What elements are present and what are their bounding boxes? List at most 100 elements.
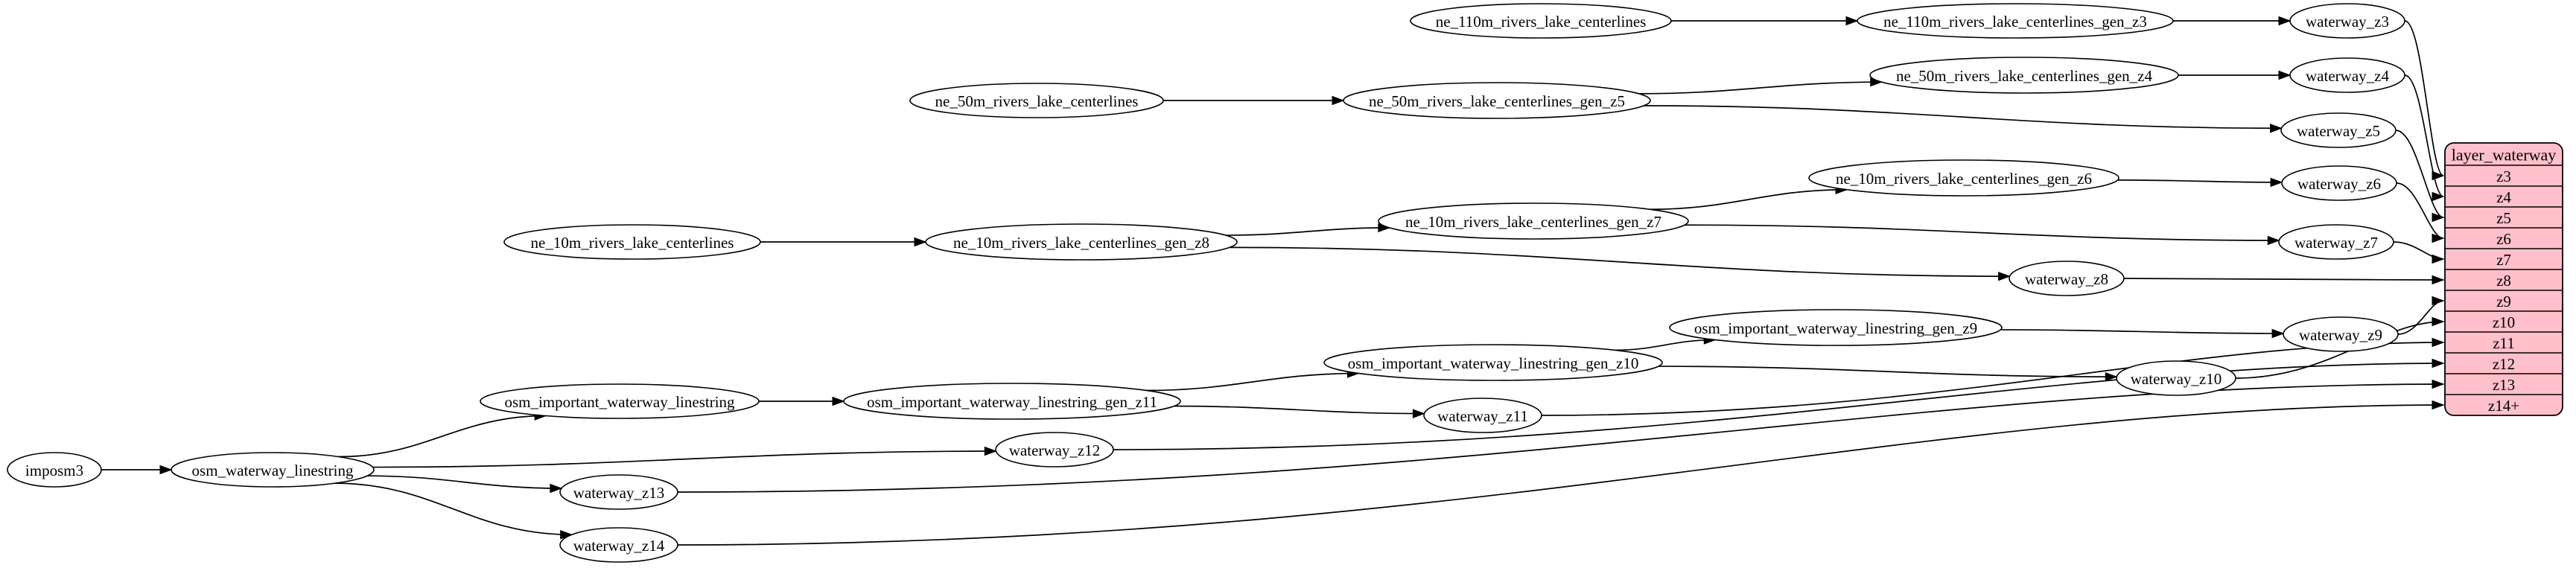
layer-table-row-z13[interactable]: z13 xyxy=(2493,376,2515,394)
edge-arrowhead xyxy=(1412,409,1425,418)
node-label: waterway_z7 xyxy=(2294,234,2378,252)
node-label: waterway_z4 xyxy=(2306,67,2389,85)
edge-osm_important_waterway_linestring_gen_z10-to-osm_important_waterway_linestring_gen_z9 xyxy=(1615,339,1716,351)
edge-arrowhead xyxy=(914,237,927,247)
node-label: waterway_z11 xyxy=(1437,407,1528,425)
node-label: ne_50m_rivers_lake_centerlines_gen_z4 xyxy=(1896,67,2153,85)
node-shape[interactable] xyxy=(2116,360,2236,396)
node-shape[interactable] xyxy=(2009,261,2125,296)
node-ne_50m_rivers_lake_centerlines_gen_z5[interactable]: ne_50m_rivers_lake_centerlines_gen_z5 xyxy=(1343,82,1651,119)
edge-arrowhead xyxy=(2270,177,2283,188)
node-ne_10m_rivers_lake_centerlines_gen_z7[interactable]: ne_10m_rivers_lake_centerlines_gen_z7 xyxy=(1378,202,1689,240)
layer-table-row-z11[interactable]: z11 xyxy=(2493,334,2515,352)
node-shape[interactable] xyxy=(909,83,1164,118)
edge-ne_10m_rivers_lake_centerlines_gen_z8-to-ne_10m_rivers_lake_centerlines_gen_z7 xyxy=(1225,227,1390,236)
node-shape[interactable] xyxy=(2289,57,2405,93)
layer-table-row-z8[interactable]: z8 xyxy=(2496,272,2511,290)
node-shape[interactable] xyxy=(1808,159,2119,197)
edge-arrowhead xyxy=(2432,233,2445,243)
node-waterway_z14[interactable]: waterway_z14 xyxy=(559,527,678,563)
node-ne_50m_rivers_lake_centerlines[interactable]: ne_50m_rivers_lake_centerlines xyxy=(909,83,1164,118)
node-osm_important_waterway_linestring_gen_z9[interactable]: osm_important_waterway_linestring_gen_z9 xyxy=(1669,309,2003,346)
edge-ne_10m_rivers_lake_centerlines_gen_z7-to-ne_10m_rivers_lake_centerlines_gen_z6 xyxy=(1650,188,1848,211)
node-label: osm_important_waterway_linestring xyxy=(504,393,735,411)
node-ne_50m_rivers_lake_centerlines_gen_z4[interactable]: ne_50m_rivers_lake_centerlines_gen_z4 xyxy=(1869,57,2179,94)
edge-osm_important_waterway_linestring_gen_z11-to-waterway_z11 xyxy=(1174,405,1425,415)
node-shape[interactable] xyxy=(1343,82,1651,119)
layer-table-row-z9[interactable]: z9 xyxy=(2496,293,2511,310)
node-waterway_z6[interactable]: waterway_z6 xyxy=(2281,165,2397,201)
node-ne_110m_rivers_lake_centerlines_gen_z3[interactable]: ne_110m_rivers_lake_centerlines_gen_z3 xyxy=(1857,3,2174,39)
layer-table-row-z10[interactable]: z10 xyxy=(2493,313,2515,331)
edge-ne_50m_rivers_lake_centerlines_gen_z5-to-waterway_z5 xyxy=(1644,105,2282,130)
node-label: waterway_z13 xyxy=(573,484,664,502)
layer-table-row-z7[interactable]: z7 xyxy=(2496,251,2511,269)
layer-table-row-z12[interactable]: z12 xyxy=(2493,355,2515,373)
edge-waterway_z5-to-layer_waterway.z5 xyxy=(2395,130,2444,218)
node-imposm3[interactable]: imposm3 xyxy=(7,452,102,488)
node-shape[interactable] xyxy=(995,432,1114,468)
edge-arrowhead xyxy=(2432,379,2445,389)
node-ne_10m_rivers_lake_centerlines_gen_z8[interactable]: ne_10m_rivers_lake_centerlines_gen_z8 xyxy=(925,223,1238,261)
node-ne_10m_rivers_lake_centerlines_gen_z6[interactable]: ne_10m_rivers_lake_centerlines_gen_z6 xyxy=(1808,159,2119,197)
node-osm_waterway_linestring[interactable]: osm_waterway_linestring xyxy=(171,452,375,488)
edge-arrowhead xyxy=(2278,70,2292,80)
node-shape[interactable] xyxy=(503,224,761,260)
layer-table-row-z6[interactable]: z6 xyxy=(2496,230,2511,248)
node-waterway_z4[interactable]: waterway_z4 xyxy=(2289,57,2405,93)
node-shape[interactable] xyxy=(1378,202,1689,240)
node-osm_important_waterway_linestring_gen_z10[interactable]: osm_important_waterway_linestring_gen_z1… xyxy=(1323,344,1663,381)
node-label: osm_waterway_linestring xyxy=(192,462,354,479)
node-ne_10m_rivers_lake_centerlines[interactable]: ne_10m_rivers_lake_centerlines xyxy=(503,224,761,260)
node-shape[interactable] xyxy=(2278,224,2394,260)
node-shape[interactable] xyxy=(843,383,1181,420)
node-shape[interactable] xyxy=(2281,165,2397,201)
node-waterway_z12[interactable]: waterway_z12 xyxy=(995,432,1114,468)
node-shape[interactable] xyxy=(2280,112,2397,148)
edge-ne_50m_rivers_lake_centerlines_gen_z5-to-ne_50m_rivers_lake_centerlines_gen_z4 xyxy=(1638,81,1882,95)
node-waterway_z11[interactable]: waterway_z11 xyxy=(1423,398,1542,433)
node-waterway_z5[interactable]: waterway_z5 xyxy=(2280,112,2397,148)
node-shape[interactable] xyxy=(1410,3,1672,39)
node-shape[interactable] xyxy=(559,474,678,510)
node-waterway_z13[interactable]: waterway_z13 xyxy=(559,474,678,510)
edge-arrowhead xyxy=(2270,124,2283,133)
edge-arrowhead xyxy=(2432,191,2445,202)
layer-table-row-z14+[interactable]: z14+ xyxy=(2488,397,2519,415)
node-waterway_z3[interactable]: waterway_z3 xyxy=(2289,3,2405,39)
node-shape[interactable] xyxy=(1857,3,2174,39)
layer-table-row-z5[interactable]: z5 xyxy=(2496,209,2511,227)
node-waterway_z9[interactable]: waterway_z9 xyxy=(2283,316,2399,352)
node-label: ne_50m_rivers_lake_centerlines xyxy=(935,92,1139,110)
node-shape[interactable] xyxy=(1323,344,1663,381)
node-shape[interactable] xyxy=(2283,316,2399,352)
layer-table-row-z4[interactable]: z4 xyxy=(2496,188,2511,206)
edge-arrowhead xyxy=(2432,275,2445,285)
node-ne_110m_rivers_lake_centerlines[interactable]: ne_110m_rivers_lake_centerlines xyxy=(1410,3,1672,39)
node-shape[interactable] xyxy=(1869,57,2179,94)
edge-osm_waterway_linestring-to-osm_important_waterway_linestring xyxy=(338,415,547,458)
edge-arrowhead xyxy=(2432,316,2445,327)
edge-arrowhead xyxy=(2432,400,2445,410)
layer-table-row-z3[interactable]: z3 xyxy=(2496,167,2511,185)
node-osm_important_waterway_linestring[interactable]: osm_important_waterway_linestring xyxy=(480,383,760,419)
edge-osm_waterway_linestring-to-waterway_z13 xyxy=(367,475,562,489)
node-shape[interactable] xyxy=(171,452,375,488)
node-shape[interactable] xyxy=(925,223,1238,261)
node-shape[interactable] xyxy=(2289,3,2405,39)
node-shape[interactable] xyxy=(7,452,102,488)
node-waterway_z10[interactable]: waterway_z10 xyxy=(2116,360,2236,396)
node-waterway_z7[interactable]: waterway_z7 xyxy=(2278,224,2394,260)
node-label: waterway_z6 xyxy=(2297,175,2381,193)
edge-arrowhead xyxy=(2432,358,2445,368)
node-shape[interactable] xyxy=(1669,309,2003,346)
node-waterway_z8[interactable]: waterway_z8 xyxy=(2009,261,2125,296)
node-shape[interactable] xyxy=(559,527,678,563)
node-shape[interactable] xyxy=(1423,398,1542,433)
node-label: osm_important_waterway_linestring_gen_z9 xyxy=(1694,319,1977,337)
edge-layer xyxy=(101,16,2445,546)
node-label: osm_important_waterway_linestring_gen_z1… xyxy=(1348,354,1639,372)
node-osm_important_waterway_linestring_gen_z11[interactable]: osm_important_waterway_linestring_gen_z1… xyxy=(843,383,1181,420)
node-shape[interactable] xyxy=(480,383,760,419)
